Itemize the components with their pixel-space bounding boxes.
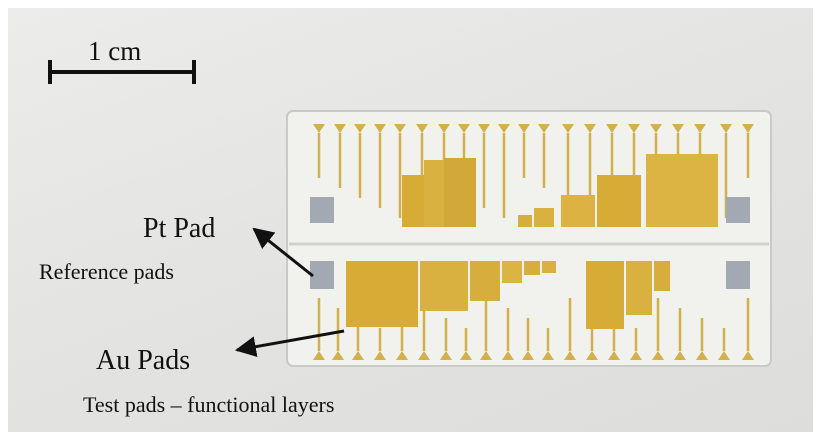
chip-illustration (48, 60, 772, 367)
pt-pad-title: Pt Pad (143, 213, 216, 244)
au-pad-title: Au Pads (96, 345, 191, 376)
pt-pad-subtitle: Reference pads (39, 259, 174, 284)
scale-bar-label: 1 cm (88, 36, 142, 66)
au-pad-subtitle: Test pads – functional layers (83, 392, 335, 417)
au-pad-arrow (234, 329, 345, 358)
scale-bar (48, 60, 196, 84)
chip-photo: 1 cm Pt Pad Reference pads Au Pads Test … (8, 8, 813, 432)
gold-pads-top (402, 154, 718, 227)
platinum-pads (310, 197, 750, 289)
pt-pad-arrow (252, 227, 314, 278)
gold-pads-bottom (346, 261, 670, 329)
